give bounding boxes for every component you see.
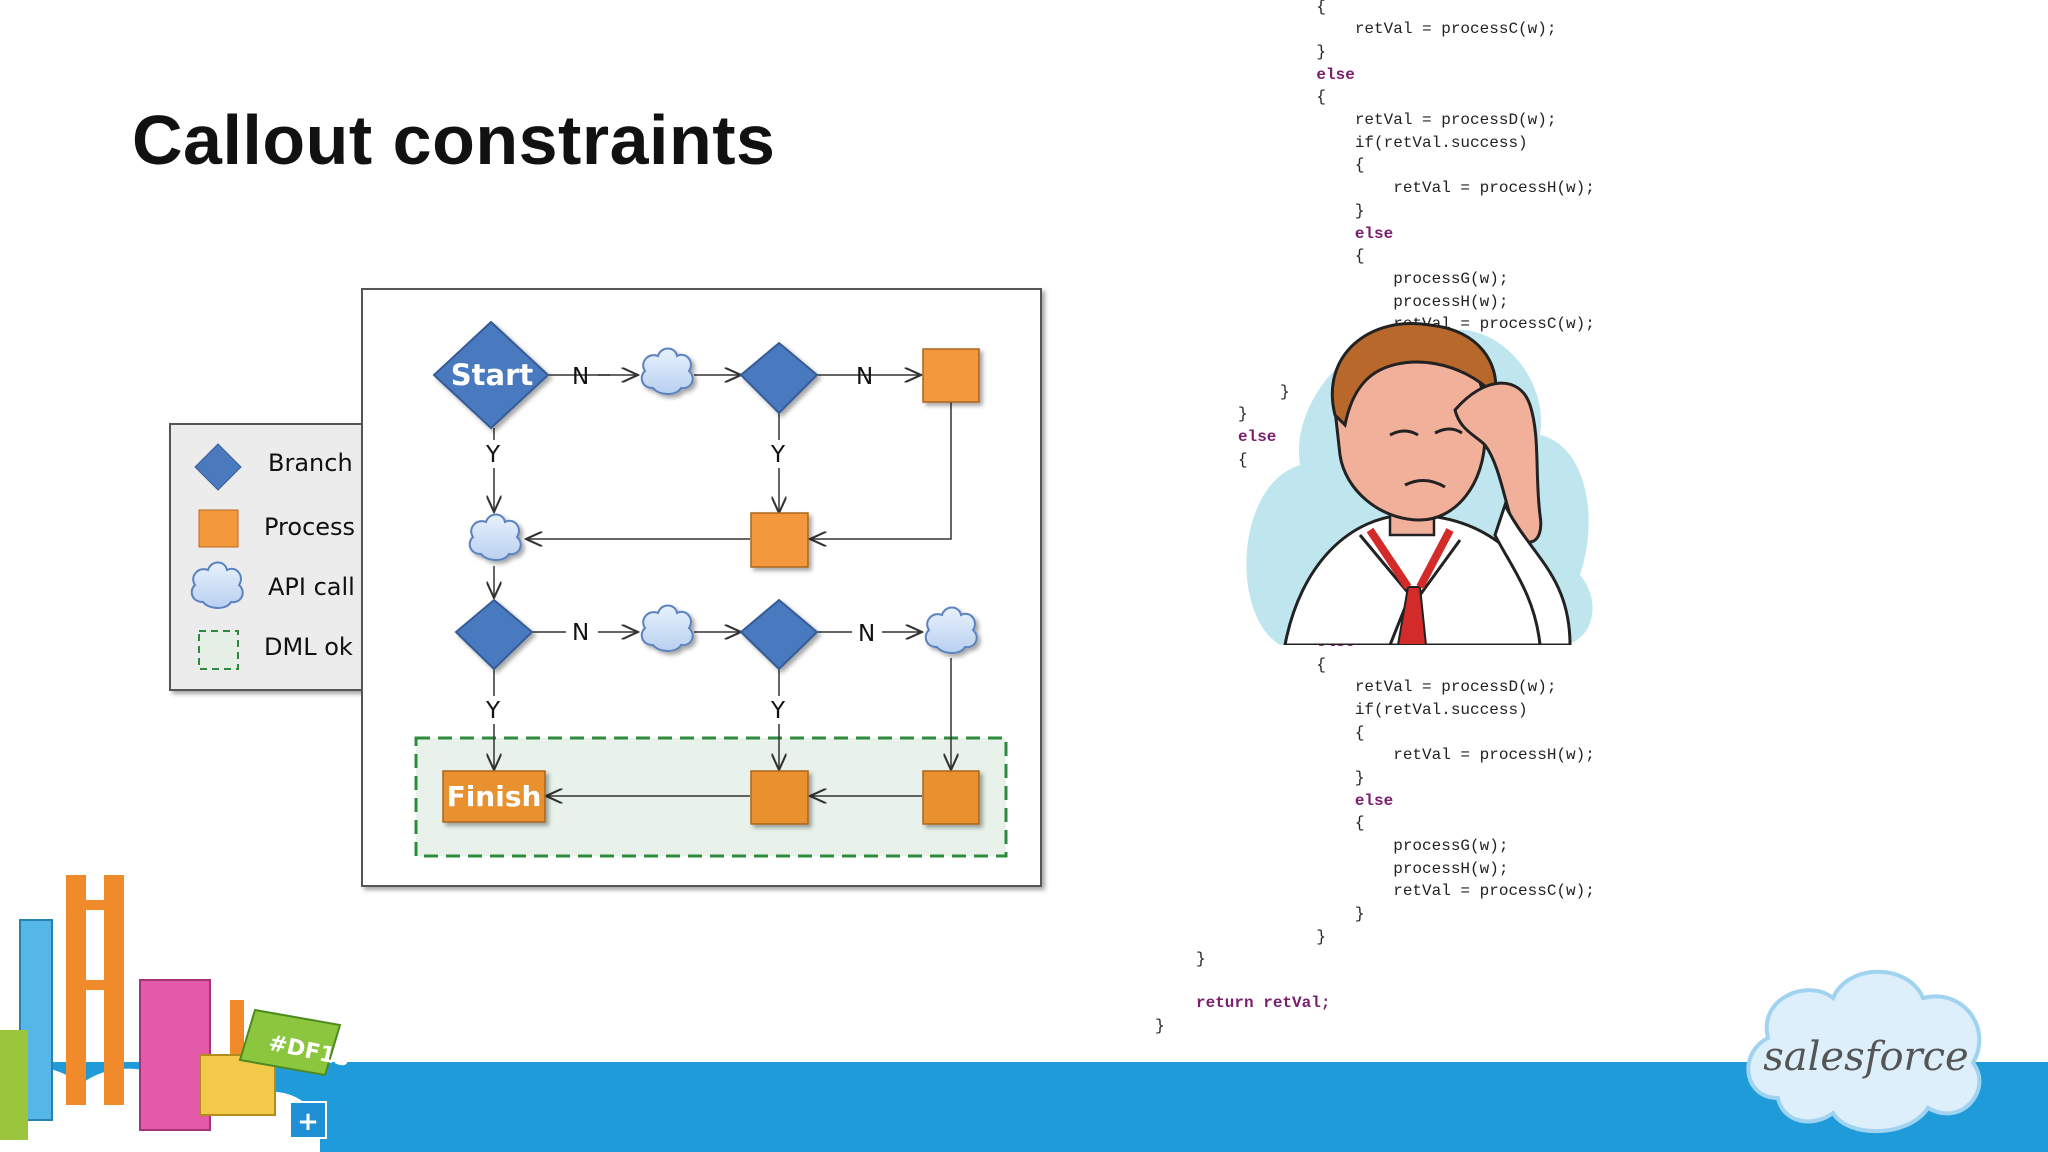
edge-label-y: Y bbox=[485, 442, 501, 468]
legend-api-call-label: API call bbox=[268, 573, 355, 601]
legend-dml-ok-label: DML ok bbox=[264, 633, 353, 661]
api-call-node bbox=[640, 347, 694, 395]
edge-label-n: N bbox=[856, 364, 873, 390]
legend-branch-icon bbox=[194, 443, 242, 491]
edge-label-n: N bbox=[572, 364, 589, 390]
legend-process-label: Process bbox=[264, 513, 355, 541]
edge-label-n: N bbox=[858, 621, 875, 647]
legend: Branch Process API call DML ok bbox=[169, 423, 395, 691]
salesforce-logo-text: salesforce bbox=[1763, 1034, 1968, 1080]
edge-label-y: Y bbox=[770, 698, 786, 724]
edge-label-y: Y bbox=[770, 442, 786, 468]
legend-api-call-icon bbox=[190, 561, 244, 609]
process-node bbox=[922, 770, 980, 825]
salesforce-logo: salesforce bbox=[1746, 969, 1982, 1134]
legend-branch-label: Branch bbox=[268, 449, 353, 477]
dreamforce-city-illustration: #DF13 + bbox=[0, 875, 352, 1152]
legend-process-icon bbox=[198, 509, 239, 548]
process-node bbox=[922, 348, 980, 403]
process-node bbox=[750, 770, 809, 825]
slide-title: Callout constraints bbox=[132, 101, 776, 179]
finish-label: Finish bbox=[447, 780, 542, 813]
branch-node bbox=[739, 341, 819, 415]
api-call-node bbox=[468, 513, 522, 561]
start-label: Start bbox=[451, 358, 534, 392]
connector bbox=[810, 402, 952, 539]
process-node bbox=[750, 512, 809, 568]
start-node: Start bbox=[432, 320, 550, 430]
plus-icon: + bbox=[297, 1107, 319, 1137]
api-call-node bbox=[924, 606, 978, 654]
branch-node bbox=[739, 598, 819, 671]
edge-label-n: N bbox=[572, 620, 589, 646]
stressed-man-illustration bbox=[1246, 322, 1593, 645]
api-call-node bbox=[640, 604, 694, 652]
footer-bar bbox=[0, 1062, 2048, 1152]
finish-node: Finish bbox=[442, 770, 546, 823]
legend-dml-ok-icon bbox=[198, 630, 239, 670]
edge-label-y: Y bbox=[485, 698, 501, 724]
branch-node bbox=[454, 598, 534, 671]
